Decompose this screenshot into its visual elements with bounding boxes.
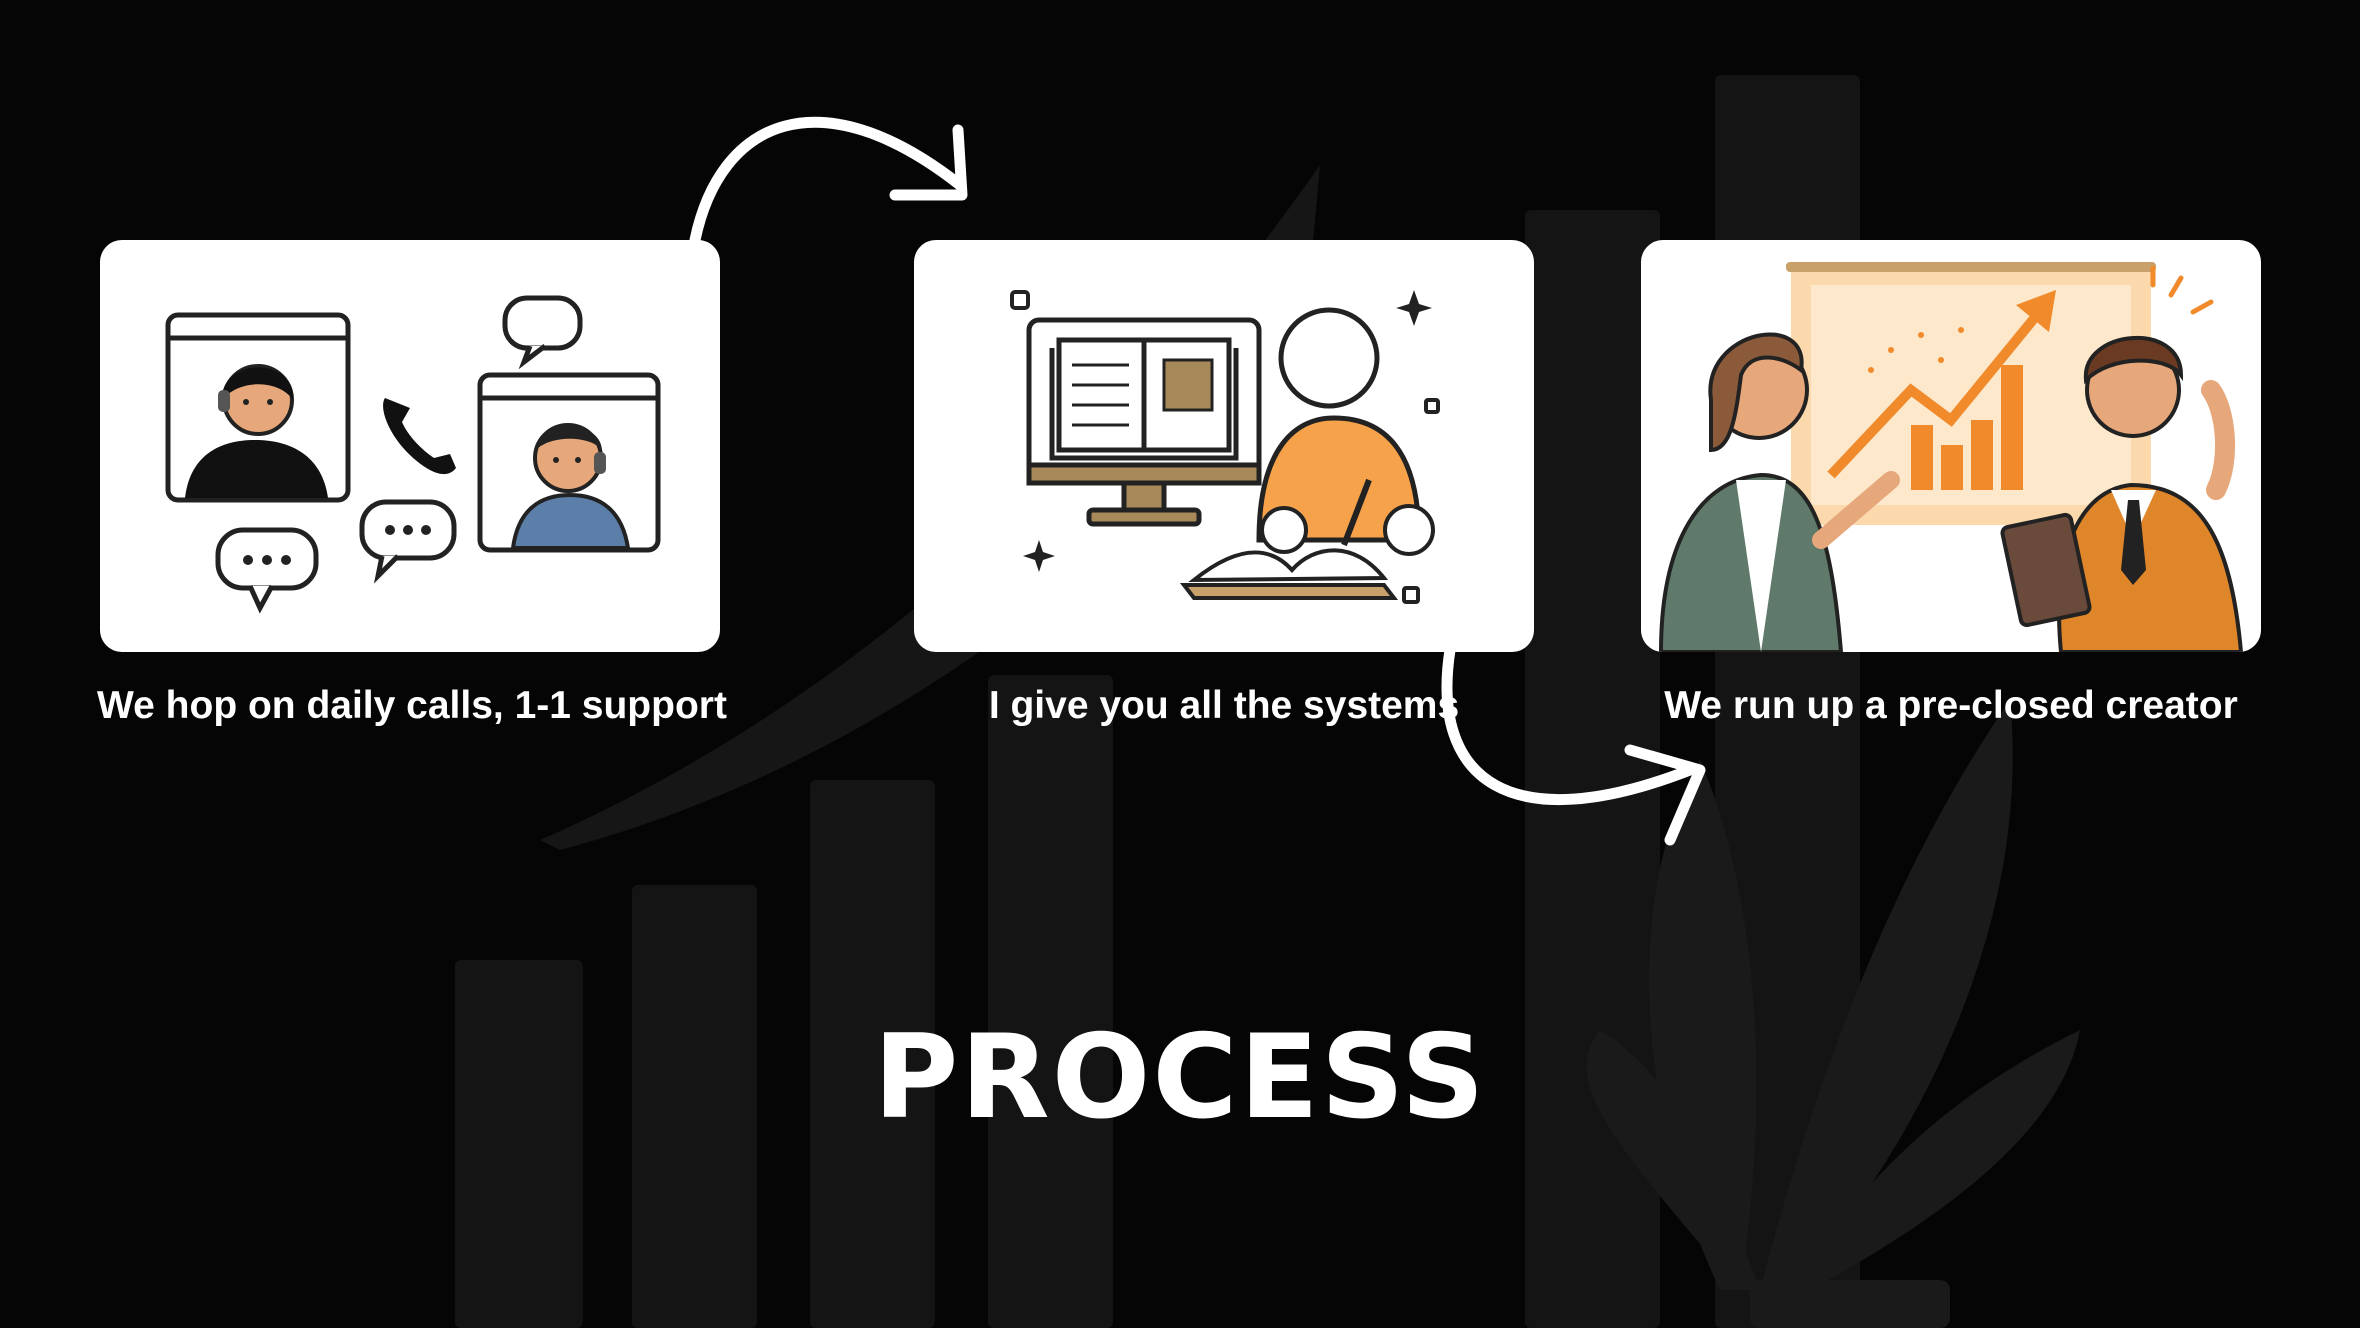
study-computer-illustration	[1010, 290, 1440, 604]
step-2-caption: I give you all the systems	[988, 684, 1460, 727]
step-card-systems	[914, 240, 1534, 652]
step-1-caption: We hop on daily calls, 1-1 support	[97, 684, 727, 727]
phone-icon	[383, 398, 456, 475]
step-3-caption: We run up a pre-closed creator	[1664, 684, 2238, 727]
step-card-pre-closed-creator	[1641, 240, 2261, 652]
page-title: PROCESS	[873, 1010, 1487, 1145]
presentation-chart-illustration	[1658, 262, 2244, 652]
step-card-daily-calls	[100, 240, 720, 652]
video-call-illustration	[165, 295, 661, 614]
